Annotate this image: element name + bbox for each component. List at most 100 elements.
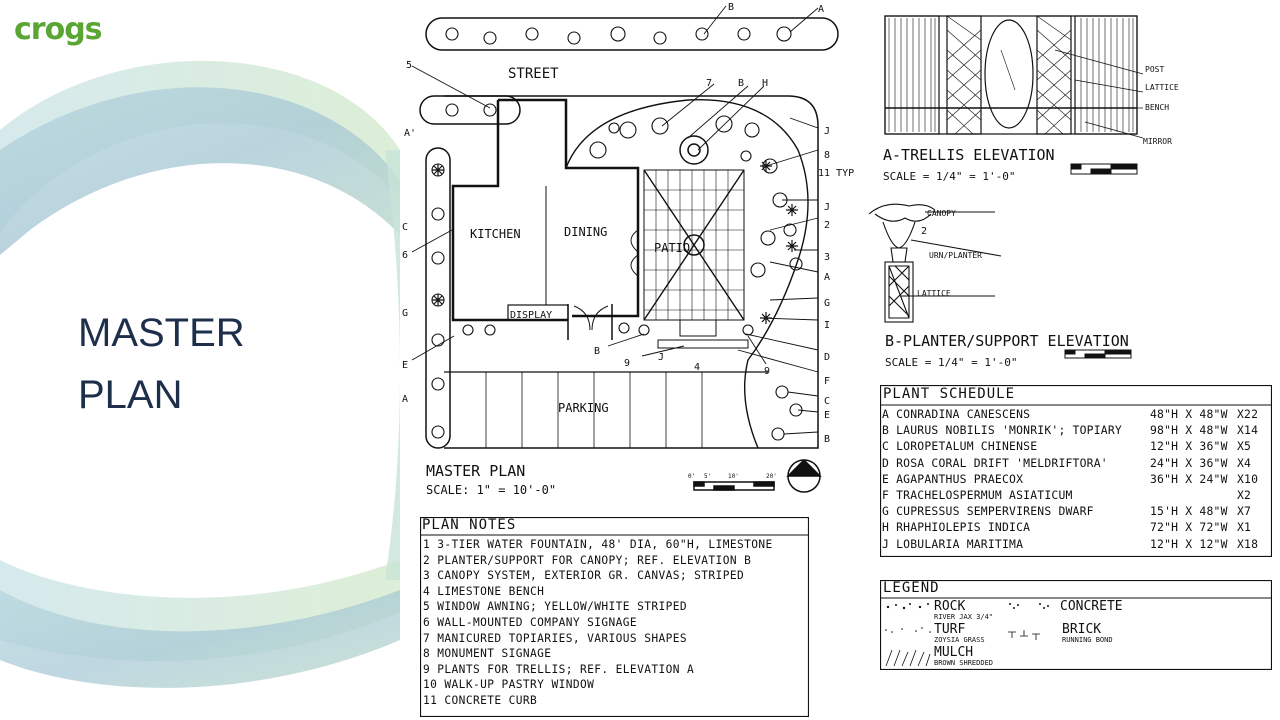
plan-callout: 5 [406,60,412,71]
plant-size: 15'H X 48"W [1150,504,1228,519]
legend-brick-sub: RUNNING BOND [1062,636,1113,644]
planter-label-urn: URN/PLANTER [929,251,982,260]
plan-callout: J [824,202,830,213]
legend-brick: BRICK [1062,622,1102,637]
plant-size: 98"H X 48"W [1150,423,1228,438]
plan-callout: 2 [824,220,830,231]
plan-callout: 8 [824,150,830,161]
plant-name: J LOBULARIA MARITIMA [882,536,1024,551]
trellis-label-lattice: LATTICE [1145,83,1179,92]
plan-note: 10 WALK-UP PASTRY WINDOW [423,678,595,692]
company-logo: crogs [14,12,103,47]
slide-title: MASTER PLAN [78,302,245,426]
plant-row: H RHAPHIOLEPIS INDICA 72"H X 72"W X1 [882,520,1270,536]
legend-panel: LEGEND ROCK RIVER JAX 3/4" TURF ZOYSIA G… [880,580,1272,670]
plant-row: D ROSA CORAL DRIFT 'MELDRIFTORA'24"H X 3… [882,456,1270,472]
plan-callout: H [762,78,768,89]
plant-name: A CONRADINA CANESCENS [882,407,1031,421]
plant-qty: X4 [1237,455,1252,470]
plan-callout: A [824,272,830,283]
plant-size: 72"H X 72"W [1150,520,1228,535]
planter-title: B-PLANTER/SUPPORT ELEVATION [885,332,1129,350]
plan-note: 6 WALL-MOUNTED COMPANY SIGNAGE [423,615,638,629]
plant-qty: X22 [1237,407,1259,421]
legend-rock: ROCK [934,599,966,614]
street-label: STREET [508,66,559,82]
trellis-label-post: POST [1145,65,1164,74]
legend-turf: TURF [934,622,966,637]
master-plan-scale: SCALE: 1" = 10'-0" [426,483,556,497]
site-plan-drawing: STREET KITCHEN DINING PATIO DISPLAY PARK… [402,2,854,497]
title-line-1: MASTER [78,311,245,355]
plan-marker-4: 4 [694,362,700,373]
plan-callout: C [402,222,408,233]
plan-callout: 7 [706,78,712,89]
parking-label: PARKING [558,401,609,415]
plan-callout: E [824,410,830,421]
plant-size: 12"H X 36"W [1150,439,1228,454]
dining-label: DINING [564,225,607,239]
legend-mulch: MULCH [934,645,974,660]
plan-note: 9 PLANTS FOR TRELLIS; REF. ELEVATION A [423,662,695,676]
plan-callout: A' [404,128,416,139]
plant-name: H RHAPHIOLEPIS INDICA [882,520,1031,535]
plan-callout: D [824,352,830,363]
trellis-elevation: POST LATTICE BENCH MIRROR A-TRELLIS ELEV… [883,15,1179,183]
plan-callout: B [594,346,600,357]
master-plan-label: MASTER PLAN [426,462,525,480]
plan-note: 4 LIMESTONE BENCH [423,584,545,598]
plan-notes-panel: PLAN NOTES 1 3-TIER WATER FOUNTAIN, 48' … [420,517,809,717]
scale-tick-3: 20' [766,473,777,480]
plant-schedule-panel: PLANT SCHEDULE A CONRADINA CANESCENS 48"H… [880,385,1272,557]
planter-label-2: 2 [921,226,927,237]
display-label: DISPLAY [510,310,552,321]
plan-callout: 6 [402,250,408,261]
plan-callout: 11 TYP [818,168,854,179]
plan-note: 2 PLANTER/SUPPORT FOR CANOPY; REF. ELEVA… [423,553,752,567]
patio-label: PATIO [654,241,690,255]
plant-qty: X14 [1237,423,1259,438]
trellis-title: A-TRELLIS ELEVATION [883,146,1055,164]
plan-note: 5 WINDOW AWNING; YELLOW/WHITE STRIPED [423,600,688,614]
plan-callout: G [402,308,408,319]
plant-size: 24"H X 36"W [1150,455,1228,470]
plan-note: 7 MANICURED TOPIARIES, VARIOUS SHAPES [423,631,688,645]
plant-name: G CUPRESSUS SEMPERVIRENS DWARF [882,504,1094,519]
plant-qty: X1 [1237,520,1252,535]
plant-qty: X10 [1237,471,1259,486]
planter-elevation: CANOPY 2 URN/PLANTER LATTICE B-PLANTER/S… [868,203,1132,369]
plan-callout: J [658,352,664,363]
plant-row: A CONRADINA CANESCENS 48"H X 48"W X22 [882,407,1270,423]
plant-size: 48"H X 48"W [1150,407,1228,421]
plant-qty: X18 [1237,536,1259,551]
plant-schedule-heading: PLANT SCHEDULE [883,386,1016,402]
plant-schedule-rows: A CONRADINA CANESCENS 48"H X 48"W X22 B LA… [882,407,1270,553]
trellis-scale: SCALE = 1/4" = 1'-0" [883,170,1015,183]
plan-callout: A [402,394,408,405]
plant-name: C LOROPETALUM CHINENSE [882,439,1038,454]
scale-tick-0: 0' [688,473,695,480]
planter-label-canopy: CANOPY [927,209,956,218]
plant-qty: X2 [1237,487,1252,502]
plan-note: 11 CONCRETE CURB [423,693,538,707]
plant-row: G CUPRESSUS SEMPERVIRENS DWARF 15'H X 48"… [882,504,1270,520]
plan-callout: F [824,376,830,387]
kitchen-label: KITCHEN [470,227,521,241]
plan-callout: 3 [824,252,830,263]
plan-callout: I [824,320,830,331]
legend-rock-sub: RIVER JAX 3/4" [934,613,994,621]
plant-qty: X7 [1237,504,1252,519]
plant-name: E AGAPANTHUS PRAECOX [882,471,1024,486]
plan-note: 3 CANOPY SYSTEM, EXTERIOR GR. CANVAS; ST… [423,569,745,583]
legend-border [880,580,1272,670]
plan-callout: A [818,4,824,15]
plan-notes-heading: PLAN NOTES [422,517,517,533]
plan-notes-list: 1 3-TIER WATER FOUNTAIN, 48' DIA, 60"H, … [423,537,773,709]
legend-concrete: CONCRETE [1060,599,1123,614]
